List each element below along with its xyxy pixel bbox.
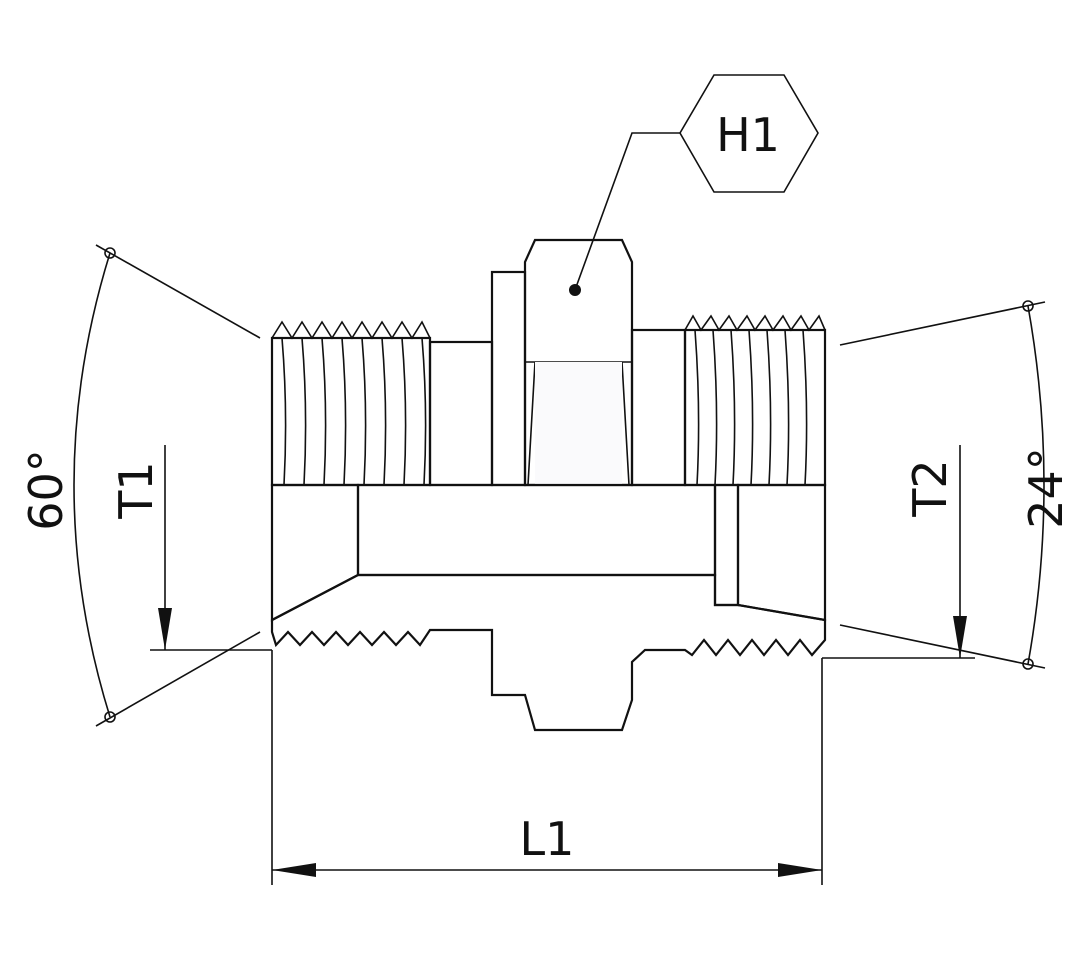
angle-left-dimension: 60° (19, 244, 261, 727)
hex-size-label: H1 (716, 108, 780, 162)
angle-right-label: 24° (1019, 447, 1073, 529)
t1-dimension: T1 (109, 445, 272, 651)
l1-dimension: L1 (271, 650, 823, 885)
hex-body (523, 238, 634, 487)
t2-dimension: T2 (822, 445, 975, 659)
angle-left-label: 60° (19, 449, 73, 531)
t1-label: T1 (109, 461, 163, 519)
collar (490, 270, 527, 487)
hex-callout: H1 (569, 74, 819, 296)
angle-right-dimension: 24° (839, 300, 1073, 670)
l1-label: L1 (520, 812, 575, 866)
right-neck (630, 328, 687, 487)
left-neck (428, 340, 494, 487)
right-thread (683, 314, 827, 487)
t2-label: T2 (903, 459, 957, 517)
section-view (270, 483, 827, 732)
left-thread (270, 320, 432, 487)
